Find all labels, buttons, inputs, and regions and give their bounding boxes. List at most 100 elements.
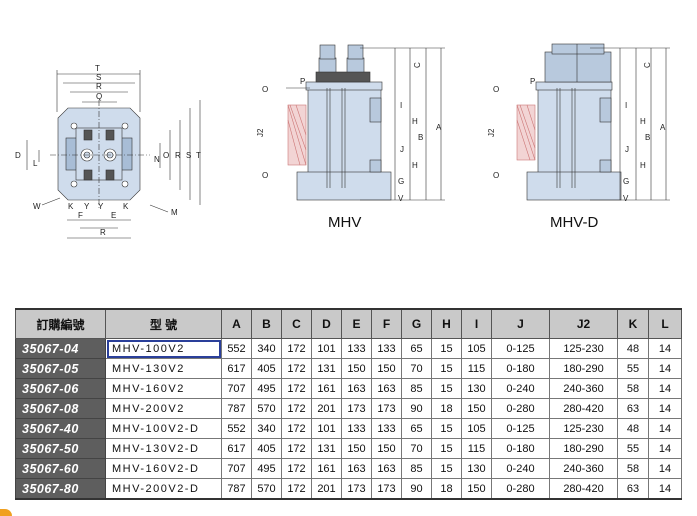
value-cell: 70 bbox=[401, 438, 432, 459]
order-code-cell: 35067-40 bbox=[15, 418, 106, 439]
svg-text:J: J bbox=[400, 145, 404, 154]
value-cell: 0-125 bbox=[491, 418, 550, 439]
svg-text:F: F bbox=[78, 211, 83, 220]
svg-text:H: H bbox=[640, 117, 646, 126]
value-cell: 201 bbox=[311, 478, 342, 500]
value-cell: 18 bbox=[431, 398, 462, 419]
value-cell: 85 bbox=[401, 458, 432, 479]
mhv-side-view: PO J2 O C IH BA JH GV bbox=[256, 44, 445, 203]
column-header: L bbox=[648, 308, 682, 339]
value-cell: 161 bbox=[311, 378, 342, 399]
value-cell: 130 bbox=[461, 378, 492, 399]
model-cell: MHV-160V2-D bbox=[105, 458, 222, 479]
svg-text:O: O bbox=[493, 85, 499, 94]
value-cell: 85 bbox=[401, 378, 432, 399]
order-code-cell: 35067-60 bbox=[15, 458, 106, 479]
svg-text:A: A bbox=[436, 123, 442, 132]
value-cell: 340 bbox=[251, 338, 282, 359]
order-code-cell: 35067-04 bbox=[15, 338, 106, 359]
value-cell: 172 bbox=[281, 478, 312, 500]
value-cell: 131 bbox=[311, 438, 342, 459]
svg-text:G: G bbox=[623, 177, 629, 186]
value-cell: 172 bbox=[281, 458, 312, 479]
svg-text:V: V bbox=[623, 194, 629, 203]
svg-text:J2: J2 bbox=[487, 128, 496, 137]
value-cell: 0-180 bbox=[491, 358, 550, 379]
value-cell: 150 bbox=[341, 438, 372, 459]
model-cell: MHV-130V2-D bbox=[105, 438, 222, 459]
value-cell: 495 bbox=[251, 458, 282, 479]
value-cell: 552 bbox=[221, 338, 252, 359]
value-cell: 63 bbox=[617, 478, 649, 500]
value-cell: 14 bbox=[648, 478, 682, 500]
value-cell: 150 bbox=[371, 358, 402, 379]
value-cell: 163 bbox=[341, 458, 372, 479]
value-cell: 0-240 bbox=[491, 378, 550, 399]
value-cell: 340 bbox=[251, 418, 282, 439]
column-header: A bbox=[221, 308, 252, 339]
column-header: J bbox=[491, 308, 550, 339]
value-cell: 787 bbox=[221, 478, 252, 500]
value-cell: 15 bbox=[431, 338, 462, 359]
svg-text:H: H bbox=[412, 117, 418, 126]
value-cell: 65 bbox=[401, 338, 432, 359]
column-header: J2 bbox=[549, 308, 618, 339]
model-cell: MHV-100V2 bbox=[105, 338, 222, 359]
svg-text:R: R bbox=[100, 228, 106, 237]
svg-text:A: A bbox=[660, 123, 666, 132]
value-cell: 280-420 bbox=[549, 398, 618, 419]
value-cell: 131 bbox=[311, 358, 342, 379]
value-cell: 0-125 bbox=[491, 338, 550, 359]
value-cell: 180-290 bbox=[549, 438, 618, 459]
value-cell: 130 bbox=[461, 458, 492, 479]
model-cell: MHV-200V2 bbox=[105, 398, 222, 419]
value-cell: 240-360 bbox=[549, 378, 618, 399]
svg-text:J2: J2 bbox=[256, 128, 265, 137]
value-cell: 115 bbox=[461, 358, 492, 379]
value-cell: 617 bbox=[221, 438, 252, 459]
svg-text:L: L bbox=[33, 159, 38, 168]
value-cell: 150 bbox=[371, 438, 402, 459]
svg-text:K: K bbox=[68, 202, 74, 211]
value-cell: 14 bbox=[648, 398, 682, 419]
value-cell: 163 bbox=[341, 378, 372, 399]
value-cell: 201 bbox=[311, 398, 342, 419]
model-cell: MHV-130V2 bbox=[105, 358, 222, 379]
svg-text:H: H bbox=[412, 161, 418, 170]
value-cell: 405 bbox=[251, 438, 282, 459]
svg-text:I: I bbox=[400, 101, 402, 110]
value-cell: 15 bbox=[431, 458, 462, 479]
column-header: F bbox=[371, 308, 402, 339]
value-cell: 70 bbox=[401, 358, 432, 379]
value-cell: 172 bbox=[281, 378, 312, 399]
caption-mhv: MHV bbox=[328, 214, 362, 231]
value-cell: 115 bbox=[461, 438, 492, 459]
model-cell: MHV-100V2-D bbox=[105, 418, 222, 439]
value-cell: 48 bbox=[617, 418, 649, 439]
value-cell: 150 bbox=[341, 358, 372, 379]
column-header: B bbox=[251, 308, 282, 339]
value-cell: 90 bbox=[401, 478, 432, 500]
svg-text:O: O bbox=[163, 151, 169, 160]
value-cell: 570 bbox=[251, 478, 282, 500]
value-cell: 15 bbox=[431, 378, 462, 399]
svg-text:O: O bbox=[262, 171, 268, 180]
value-cell: 58 bbox=[617, 458, 649, 479]
svg-text:R: R bbox=[96, 82, 102, 91]
value-cell: 105 bbox=[461, 338, 492, 359]
svg-text:S: S bbox=[96, 73, 101, 82]
svg-text:E: E bbox=[111, 211, 116, 220]
value-cell: 173 bbox=[371, 398, 402, 419]
value-cell: 172 bbox=[281, 438, 312, 459]
value-cell: 172 bbox=[281, 338, 312, 359]
order-code-cell: 35067-05 bbox=[15, 358, 106, 379]
